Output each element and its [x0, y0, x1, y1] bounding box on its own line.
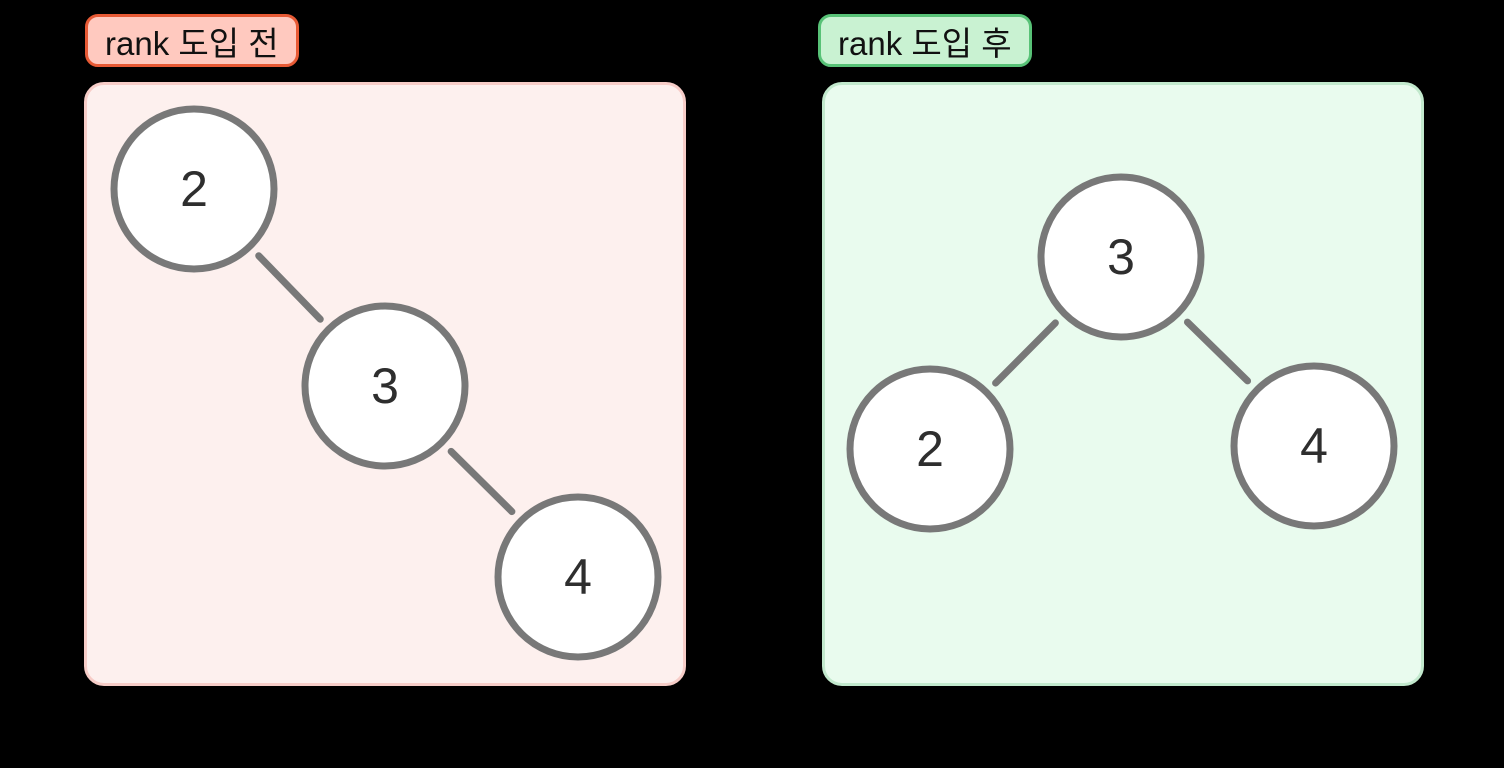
tree-node-value: 3: [1107, 229, 1135, 285]
before-rank-panel: 2 3 4: [84, 82, 686, 686]
before-rank-label-badge: rank 도입 전: [85, 14, 299, 67]
tree-after-svg: 3 2 4: [846, 173, 1398, 533]
tree-node: [301, 302, 469, 470]
tree-edge: [447, 447, 516, 516]
tree-node: [494, 493, 662, 661]
tree-node-value: 4: [1300, 418, 1328, 474]
after-rank-label-badge: rank 도입 후: [818, 14, 1032, 67]
tree-node-value: 2: [916, 421, 944, 477]
tree-before-svg: 2 3 4: [110, 105, 662, 661]
tree-node-value: 3: [371, 358, 399, 414]
after-rank-panel: 3 2 4: [822, 82, 1424, 686]
tree-node-value: 4: [564, 549, 592, 605]
tree-node: [110, 105, 278, 273]
tree-node: [1037, 173, 1205, 341]
tree-node: [1230, 362, 1398, 530]
tree-node: [846, 365, 1014, 533]
tree-edge: [255, 252, 324, 323]
tree-edge: [992, 319, 1059, 387]
tree-node-value: 2: [180, 161, 208, 217]
tree-edge: [1183, 318, 1252, 385]
